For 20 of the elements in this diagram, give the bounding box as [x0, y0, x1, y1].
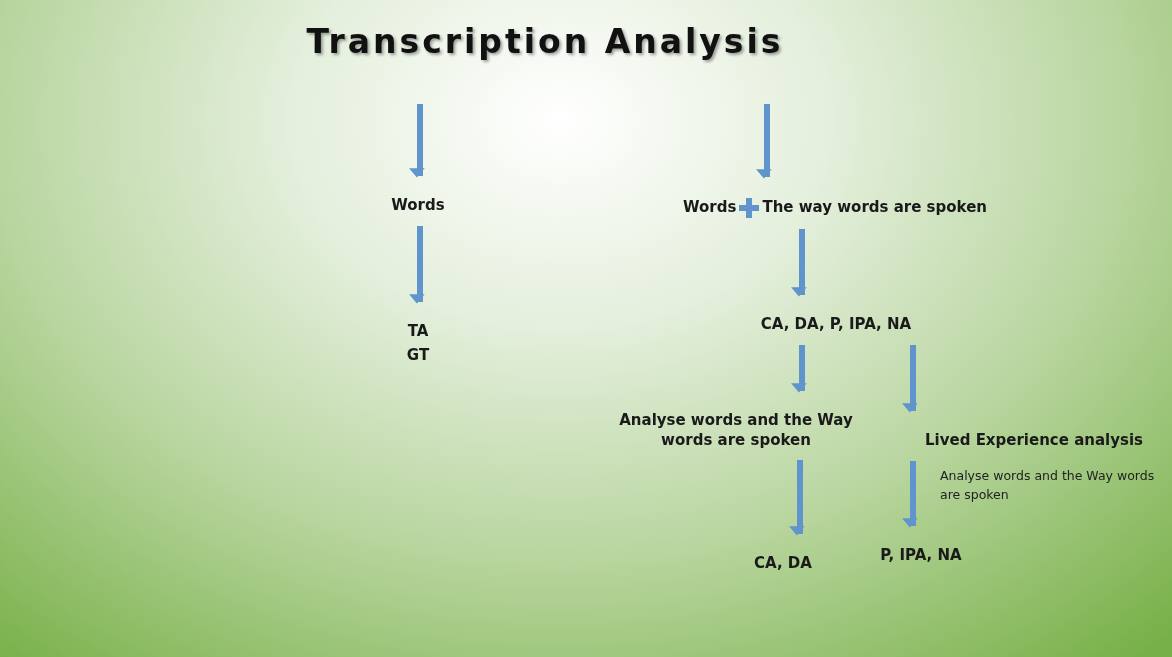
- arrow: [902, 345, 918, 413]
- node-text: The way words are spoken: [762, 198, 987, 218]
- node-text: CA, DA, P, IPA, NA: [760, 315, 912, 335]
- arrow: [756, 104, 772, 179]
- node-text: Analyse words and the Way words are spoken: [618, 411, 854, 450]
- arrow: [902, 461, 918, 528]
- node-text: GT: [406, 345, 430, 365]
- node-text: TA: [407, 322, 429, 342]
- node-text: Words: [391, 196, 445, 216]
- arrow: [791, 229, 807, 297]
- node-text: P, IPA, NA: [880, 546, 962, 566]
- node-text: Lived Experience analysis: [925, 431, 1143, 451]
- edge-label: Analyse words and the Way words are spoken: [940, 467, 1155, 505]
- arrow: [409, 226, 425, 304]
- arrow: [409, 104, 425, 178]
- node-text: CA, DA: [754, 554, 812, 574]
- arrow: [789, 460, 805, 536]
- arrow: [791, 345, 807, 393]
- title: Transcription Analysis: [306, 22, 784, 61]
- node-text: Words: [683, 198, 737, 218]
